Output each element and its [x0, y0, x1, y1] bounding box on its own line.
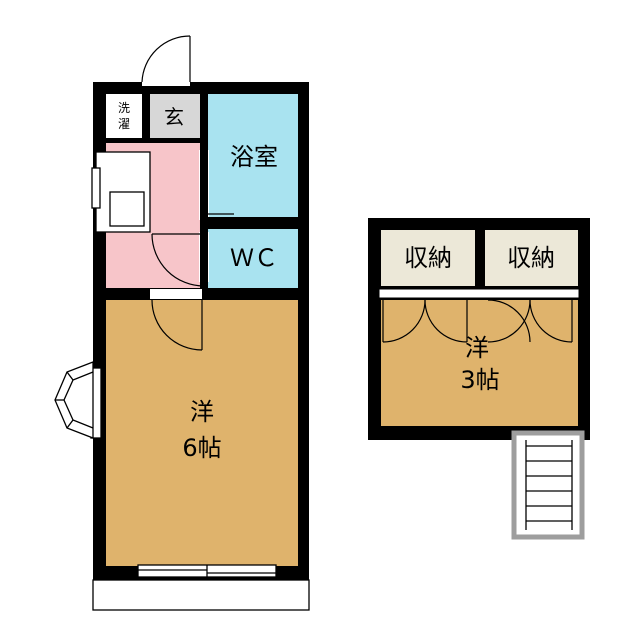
room-3-type-label: 洋 — [465, 334, 489, 362]
staircase — [511, 430, 585, 540]
closet-left — [381, 230, 475, 286]
laundry-label-2: 濯 — [118, 117, 130, 131]
room-6-type-label: 洋 — [190, 398, 214, 426]
closet-left-label: 収納 — [404, 244, 452, 272]
bathroom-area — [208, 94, 298, 217]
room-6-size-label: 6帖 — [182, 434, 221, 462]
kitchen-counter — [91, 151, 151, 233]
bay-window — [54, 361, 102, 439]
balcony — [92, 579, 310, 611]
entrance-label: 玄 — [164, 105, 184, 129]
closet-door-swings — [382, 299, 573, 343]
entrance-area — [150, 94, 200, 138]
toilet-area — [208, 229, 298, 288]
closet-door-track — [378, 288, 580, 299]
bathroom-label: 浴室 — [230, 143, 278, 171]
western-room-3-area — [381, 300, 578, 426]
laundry-label-1: 洗 — [118, 101, 130, 115]
room-3-size-label: 3帖 — [460, 366, 499, 394]
room-door — [150, 289, 203, 351]
closet-right-label: 収納 — [507, 244, 555, 272]
closet-right — [485, 230, 578, 286]
laundry-area — [106, 94, 142, 138]
balcony-window — [137, 564, 277, 578]
entrance-door — [141, 35, 191, 86]
toilet-label: ＷＣ — [230, 244, 278, 272]
